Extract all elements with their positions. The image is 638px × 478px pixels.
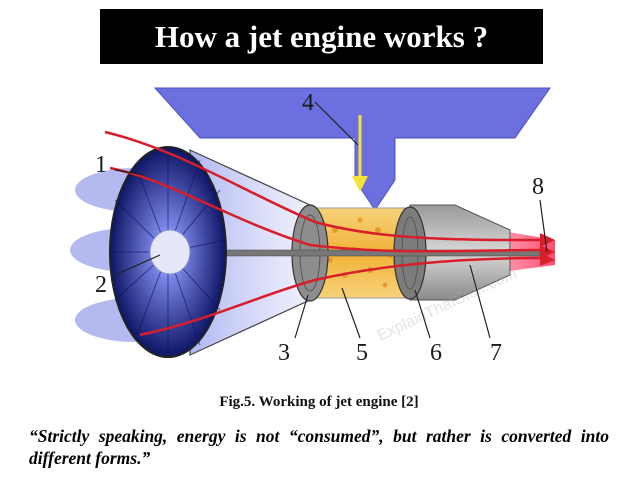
jet-engine-diagram: ExplainThatStuff.com 1 2 3 4 5 6 7 8 [70, 87, 555, 366]
label-2: 2 [95, 272, 107, 298]
label-7: 7 [490, 340, 502, 366]
fuel-arrow [352, 115, 368, 192]
arrowheads [540, 233, 555, 266]
leader-lines [114, 101, 548, 339]
label-1: 1 [95, 152, 107, 178]
label-8: 8 [532, 174, 544, 200]
label-5: 5 [356, 340, 368, 366]
fuel-duct [153, 87, 551, 211]
airflow-arrows [104, 130, 541, 337]
label-6: 6 [430, 340, 442, 366]
label-4: 4 [302, 90, 314, 116]
quote-text: “Strictly speaking, energy is not “consu… [29, 426, 609, 468]
fan-hub [149, 229, 191, 275]
slide-title: How a jet engine works ? [100, 9, 543, 64]
label-3: 3 [278, 340, 290, 366]
figure-caption: Fig.5. Working of jet engine [2] [219, 394, 419, 410]
